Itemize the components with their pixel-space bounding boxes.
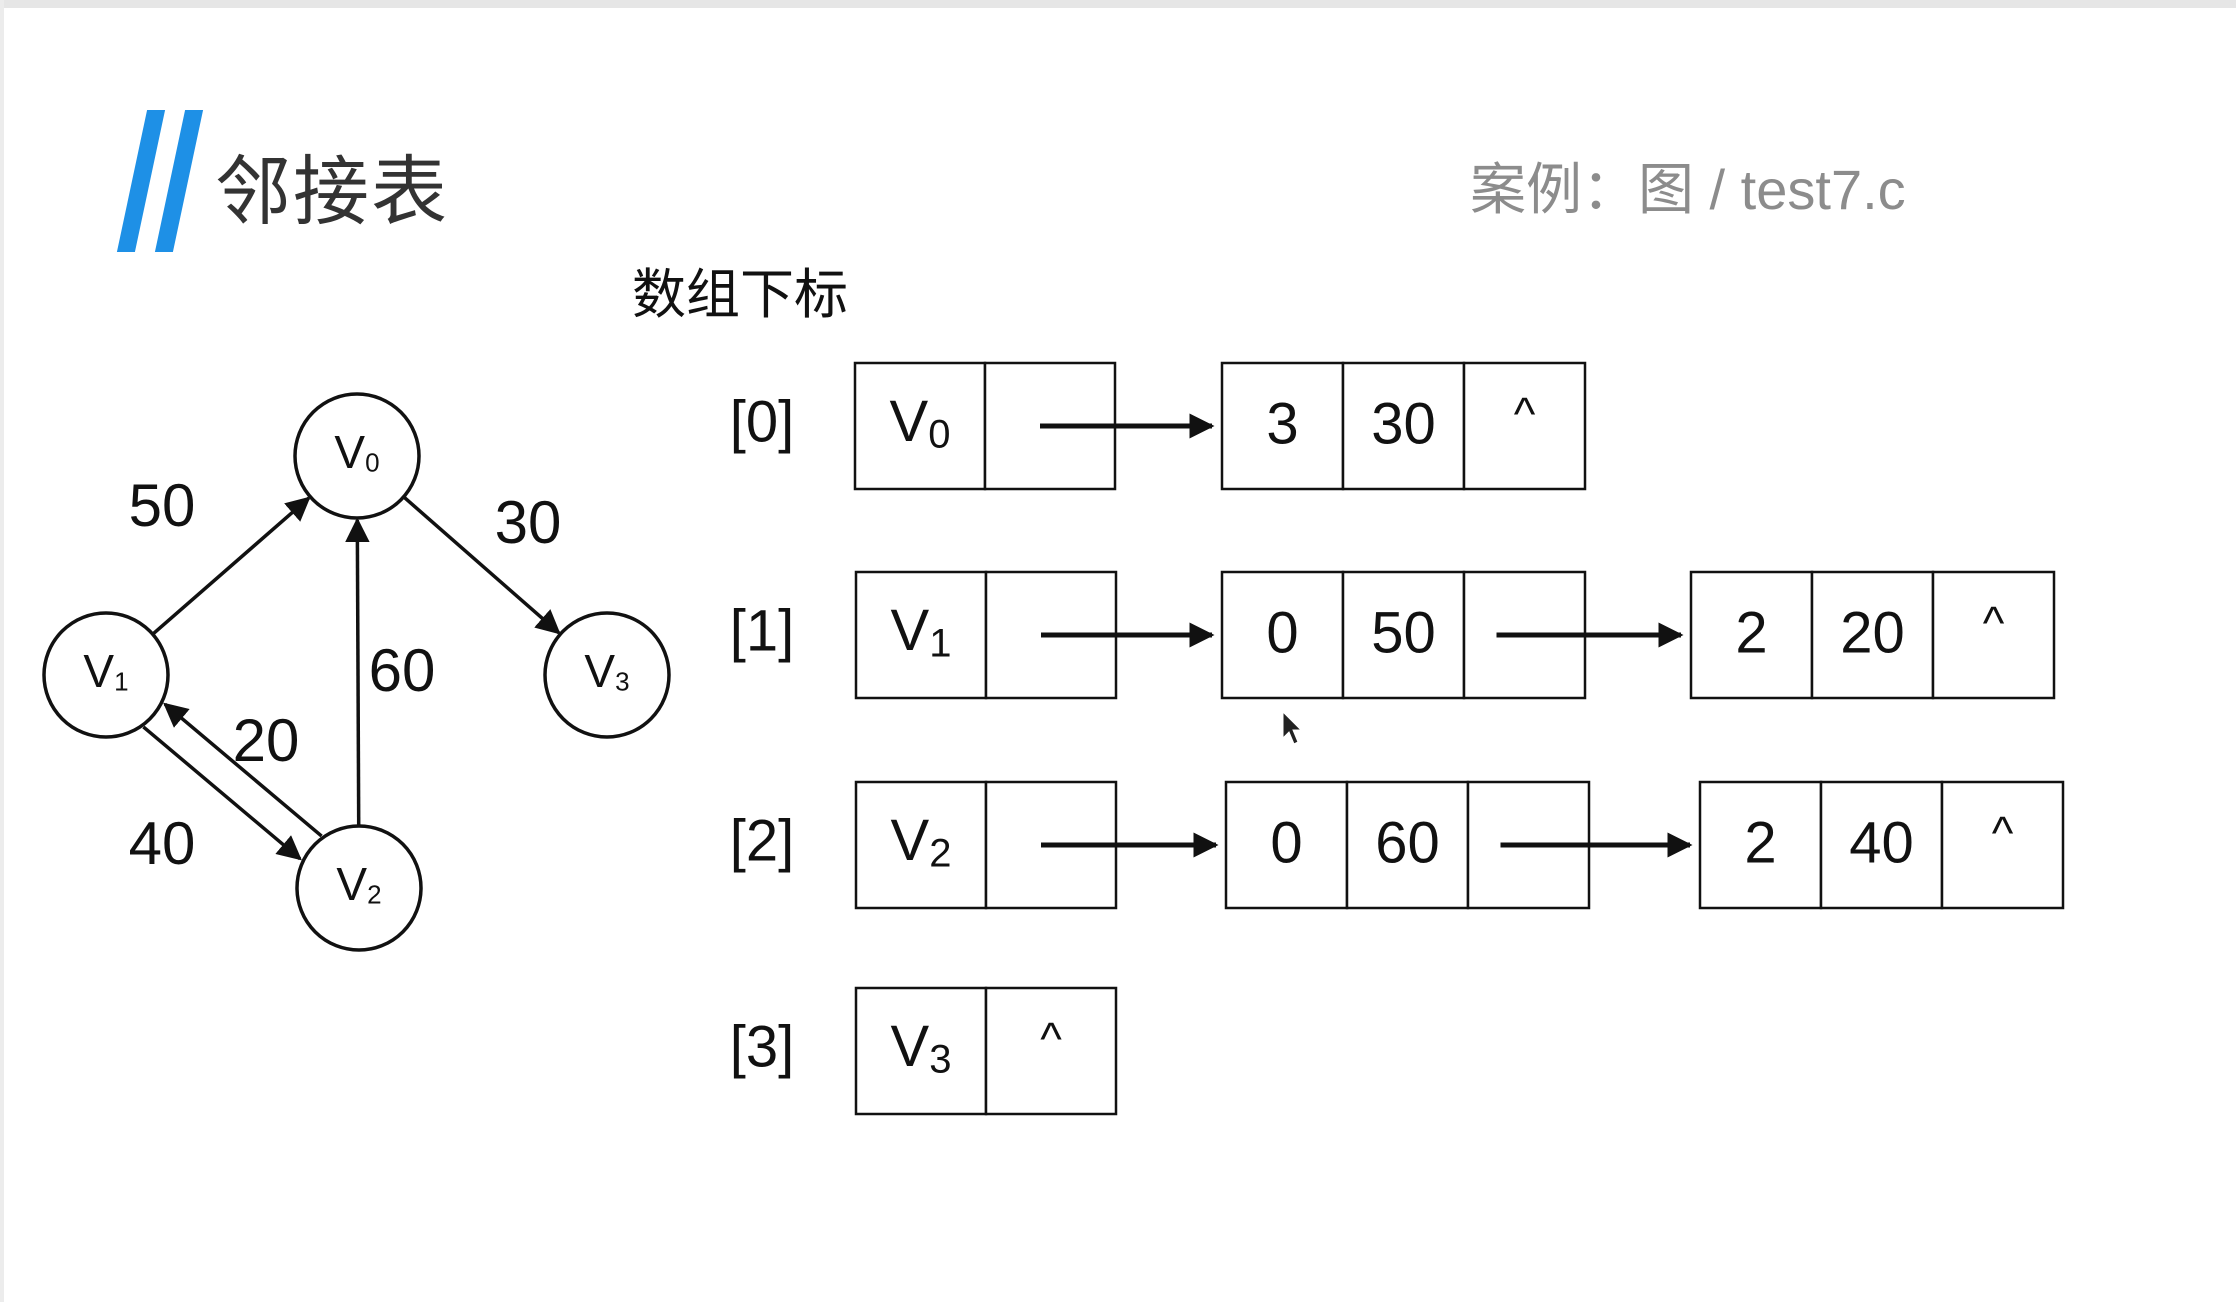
vertex-v1 [42,611,170,739]
edge-node-adj-0-0: 3 [1266,391,1298,456]
head-vertex-3: V3 [891,1014,952,1081]
edge-node-weight-cell-1-1 [1810,570,1935,700]
edge-node-adj-cell-2-1 [1698,780,1823,910]
case-label: 案例：图 / test7.c [1470,158,1906,221]
edge-v0-v3 [402,495,561,635]
head-vertex-2: V2 [891,808,952,875]
edge-node-weight-1-1: 20 [1840,600,1905,665]
vertex-v0 [293,392,421,520]
array-index-2: [2] [730,808,795,873]
edge-node-weight-1-0: 50 [1371,600,1436,665]
head-vertex-0: V0 [890,389,951,456]
head-vertex-0-base: V [890,389,929,454]
vertex-label-v1-base: V [83,645,114,697]
edge-node-adj-1-1: 2 [1735,600,1767,665]
vertex-label-v1-sub: 1 [114,666,128,696]
head-null-3: ^ [1040,1013,1062,1065]
edge-weight-v2-v0: 60 [369,637,436,704]
head-pointer-cell-3 [984,986,1118,1116]
edge-node-weight-cell-0-0 [1341,361,1466,491]
head-vertex-2-sub: 2 [929,831,951,875]
head-vertex-0-sub: 0 [928,412,950,456]
head-vertex-cell-1 [854,570,988,700]
head-vertex-cell-0 [853,361,987,491]
edge-node-weight-cell-1-0 [1341,570,1466,700]
edge-node-adj-1-0: 0 [1266,600,1298,665]
vertex-label-v0-sub: 0 [365,447,379,477]
edge-v1-v2 [142,725,302,861]
edge-node-adj-cell-0-0 [1220,361,1345,491]
head-vertex-cell-3 [854,986,988,1116]
head-vertex-2-base: V [891,808,930,873]
top-border [0,0,2236,8]
edge-node-adj-2-1: 2 [1744,810,1776,875]
vertex-v3 [543,611,671,739]
edge-node-adj-cell-2-0 [1224,780,1349,910]
vertex-label-v2-base: V [336,858,367,910]
edge-v1-v0 [151,496,311,636]
edge-weight-v1-v0: 50 [129,472,196,539]
head-vertex-3-sub: 3 [929,1037,951,1081]
vertex-label-v3: V3 [584,645,629,697]
edge-node-adj-cell-1-1 [1689,570,1814,700]
edge-node-adj-2-0: 0 [1270,810,1302,875]
edge-node-weight-cell-2-0 [1345,780,1470,910]
vertex-label-v3-sub: 3 [615,666,629,696]
mouse-cursor-icon [1282,710,1303,745]
edge-v2-v0 [345,517,370,827]
edge-node-weight-2-1: 40 [1849,810,1914,875]
vertex-label-v1: V1 [83,645,128,697]
head-vertex-3-base: V [891,1014,930,1079]
vertex-label-v3-base: V [584,645,615,697]
edge-node-next-cell-1-1 [1931,570,2056,700]
vertex-label-v2: V2 [336,858,381,910]
head-vertex-1-sub: 1 [929,621,951,665]
head-vertex-cell-2 [854,780,988,910]
vertex-label-v0-base: V [334,426,365,478]
edge-node-null-0-0: ^ [1514,388,1536,440]
edge-node-weight-0-0: 30 [1371,391,1436,456]
array-index-0: [0] [730,389,795,454]
edge-v2-v1 [163,702,323,838]
vertex-v2 [295,824,423,952]
edge-weight-v1-v2: 20 [233,707,300,774]
edge-node-weight-cell-2-1 [1819,780,1944,910]
edge-node-null-2-1: ^ [1992,807,2014,859]
array-index-3: [3] [730,1014,795,1079]
head-vertex-1: V1 [891,598,952,665]
edge-node-next-cell-0-0 [1462,361,1587,491]
vertex-label-v0: V0 [334,426,379,478]
array-index-label: 数组下标 [632,265,848,325]
array-index-1: [1] [730,598,795,663]
left-border [0,0,4,1302]
edge-node-next-cell-2-1 [1940,780,2065,910]
edge-node-adj-cell-1-0 [1220,570,1345,700]
edge-node-null-1-1: ^ [1983,597,2005,649]
edge-weight-v0-v3: 30 [495,489,562,556]
edge-node-weight-2-0: 60 [1375,810,1440,875]
edge-weight-v2-v1: 40 [129,810,196,877]
slide-title: 邻接表 [215,150,449,235]
vertex-label-v2-sub: 2 [367,879,381,909]
head-vertex-1-base: V [891,598,930,663]
